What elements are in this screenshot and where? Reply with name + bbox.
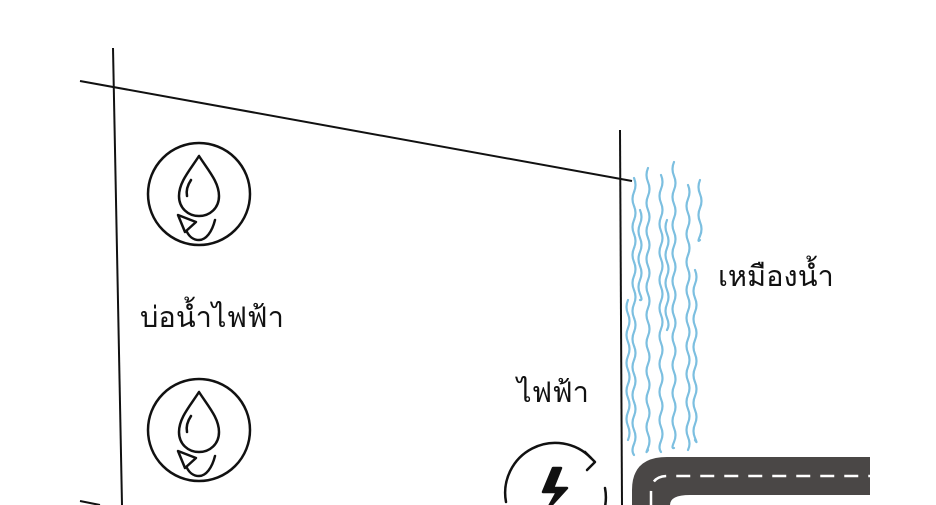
water-stream-line: [625, 298, 631, 442]
water-stream-line: [664, 218, 670, 332]
water-mine-label: เหมืองน้ำ: [718, 259, 834, 293]
water-stream-line: [631, 176, 637, 457]
lightning-cycle-icon: [503, 441, 608, 505]
road: [632, 457, 870, 505]
left-boundary-line: [112, 47, 123, 505]
water-stream-line: [685, 183, 691, 452]
plot-boundary: [79, 47, 633, 505]
bottom-left-boundary-line: [79, 500, 101, 505]
water-stream-line: [697, 178, 703, 242]
water-stream-line: [637, 208, 643, 302]
water-pond-label: บ่อน้ำไฟฟ้า: [140, 300, 284, 334]
water-stream-line: [671, 160, 677, 450]
water-stream-line: [658, 173, 664, 454]
water-drop-recycle-icon: [146, 141, 252, 247]
right-boundary-line: [619, 129, 623, 505]
water-drop-recycle-icon: [146, 377, 252, 483]
electricity-label: ไฟฟ้า: [517, 375, 589, 409]
water-stream-line: [645, 166, 651, 454]
waterfall: [625, 160, 703, 457]
water-stream-line: [692, 268, 698, 444]
top-boundary-line: [79, 80, 633, 182]
